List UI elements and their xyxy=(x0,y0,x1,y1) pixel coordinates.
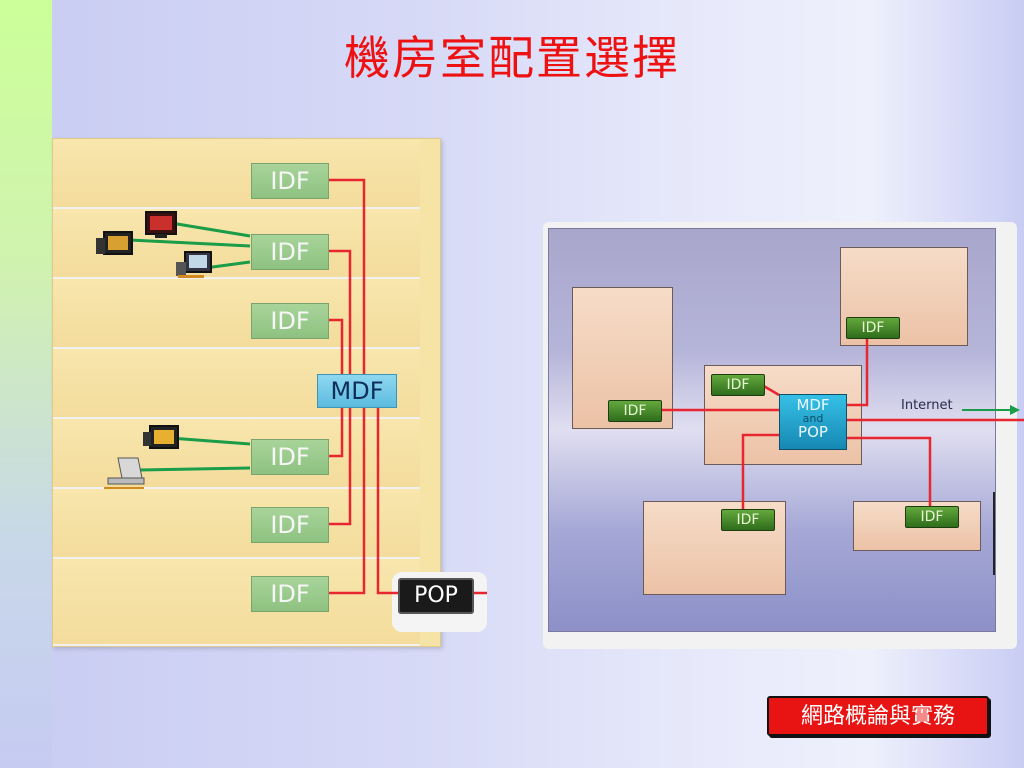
idf-box-floor-2: IDF xyxy=(251,234,329,270)
pop-box: POP xyxy=(398,578,474,614)
floor-1 xyxy=(53,139,420,209)
slide-title: 機房室配置選擇 xyxy=(344,31,680,85)
computer-icon xyxy=(176,251,212,278)
idf-box-north-east: IDF xyxy=(846,317,900,339)
idf-box-floor-7: IDF xyxy=(251,576,329,612)
idf-box-floor-1: IDF xyxy=(251,163,329,199)
idf-box-floor-3: IDF xyxy=(251,303,329,339)
mdf-pop-and: and xyxy=(802,412,824,425)
idf-box-floor-5: IDF xyxy=(251,439,329,475)
mdf-pop-line1: MDF xyxy=(796,396,830,414)
laptop-icon xyxy=(104,457,145,489)
computer-icon xyxy=(145,211,177,238)
idf-box-west: IDF xyxy=(608,400,662,422)
idf-box-center: IDF xyxy=(711,374,765,396)
floor-6 xyxy=(53,489,420,559)
idf-box-south-east: IDF xyxy=(905,506,959,528)
floor-7 xyxy=(53,559,420,646)
left-accent-bar xyxy=(0,0,52,768)
floor-5 xyxy=(53,419,420,489)
computer-icon xyxy=(143,425,179,449)
idf-box-south: IDF xyxy=(721,509,775,531)
idf-box-floor-6: IDF xyxy=(251,507,329,543)
computer-icon xyxy=(96,231,133,255)
mdf-and-pop-box: MDF and POP xyxy=(779,394,847,450)
mdf-box: MDF xyxy=(317,374,397,408)
mdf-pop-line2: POP xyxy=(798,423,828,441)
internet-label: Internet xyxy=(901,398,953,413)
course-title-button[interactable]: 網路概論與實務 xyxy=(767,696,989,736)
floor-3 xyxy=(53,279,420,349)
